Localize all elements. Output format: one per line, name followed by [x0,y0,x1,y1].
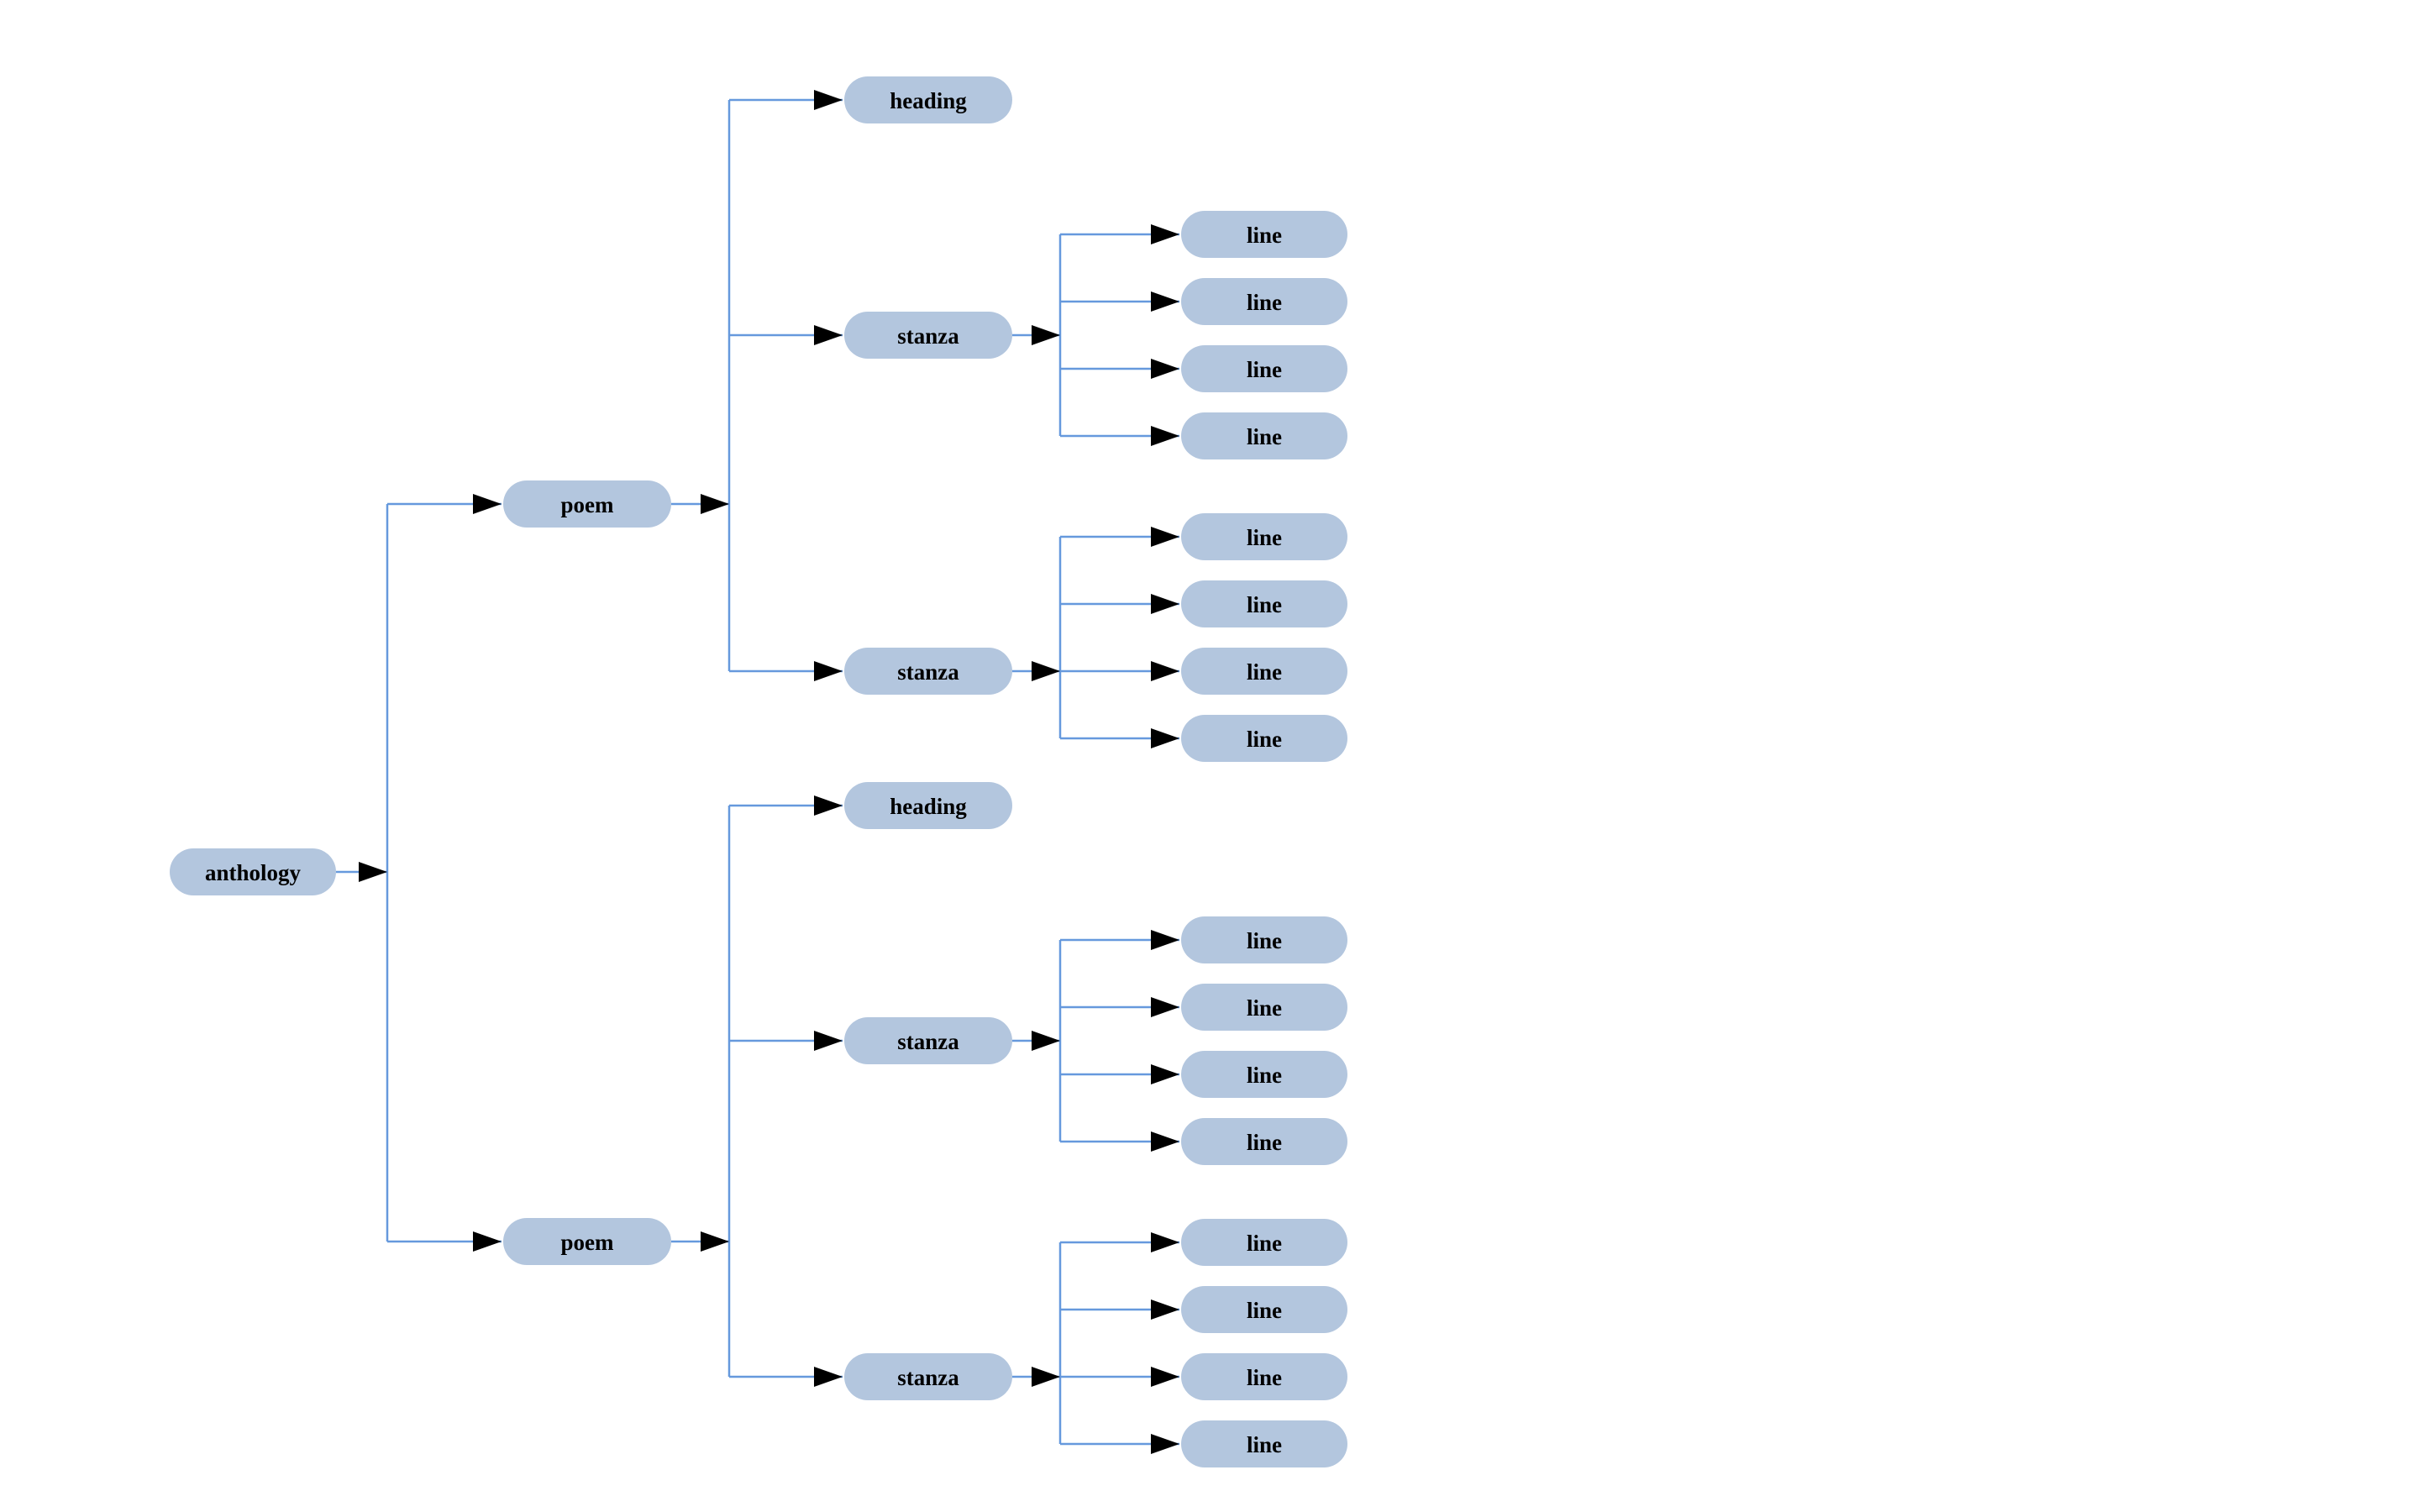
arrowhead-into-poem-1-stanza-2-line-2 [1151,594,1179,614]
tree-node-poem-2-stanza-1-line-3[interactable]: line [1181,1051,1347,1098]
node-pill-poem-1-stanza-2-line-3 [1181,648,1347,695]
node-pill-poem-2-stanza-2-line-2 [1181,1286,1347,1333]
tree-node-poem-2-stanza-2-line-4[interactable]: line [1181,1420,1347,1467]
arrowhead-into-poem-2-stanza-2-line-4 [1151,1434,1179,1454]
node-pill-poem-2-stanza-1 [844,1017,1012,1064]
tree-node-poem-1-stanza-1-line-2[interactable]: line [1181,278,1347,325]
tree-node-poem-1[interactable]: poem [503,480,671,528]
arrowhead-into-poem-1-stanza-1-line-3 [1151,359,1179,379]
tree-node-poem-1-stanza-1-line-3[interactable]: line [1181,345,1347,392]
tree-node-poem-1-stanza-2[interactable]: stanza [844,648,1012,695]
arrowhead-into-trunk-poem-2-stanza-2 [1032,1367,1060,1387]
arrowhead-into-poem-2-stanza-1-line-3 [1151,1064,1179,1084]
node-pill-poem-1-stanza-1-line-1 [1181,211,1347,258]
tree-node-poem-2-stanza-1-line-2[interactable]: line [1181,984,1347,1031]
arrowhead-into-poem-1-stanza-1 [814,325,843,345]
arrowhead-into-poem-1-stanza-1-line-4 [1151,426,1179,446]
arrowhead-into-poem-2-stanza-1-line-4 [1151,1131,1179,1152]
arrowhead-into-trunk-poem-2 [701,1231,729,1252]
node-pill-poem-1-stanza-1-line-4 [1181,412,1347,459]
arrowhead-into-poem-2-stanza-1 [814,1031,843,1051]
arrowhead-into-trunk-poem-1-stanza-1 [1032,325,1060,345]
arrowhead-into-trunk-anthology [359,862,387,882]
node-pill-poem-1-stanza-2-line-2 [1181,580,1347,627]
node-pill-poem-1-stanza-1-line-2 [1181,278,1347,325]
node-pill-poem-1-stanza-2-line-1 [1181,513,1347,560]
arrowhead-into-poem-2-stanza-1-line-1 [1151,930,1179,950]
node-pill-poem-2-stanza-2-line-4 [1181,1420,1347,1467]
node-pill-poem-1-stanza-1-line-3 [1181,345,1347,392]
tree-node-poem-1-stanza-1-line-4[interactable]: line [1181,412,1347,459]
node-pill-poem-2-stanza-1-line-3 [1181,1051,1347,1098]
node-pill-poem-2 [503,1218,671,1265]
node-pill-poem-1-stanza-1 [844,312,1012,359]
arrowhead-into-poem-1-stanza-2-line-3 [1151,661,1179,681]
tree-node-poem-1-stanza-1-line-1[interactable]: line [1181,211,1347,258]
tree-node-poem-2[interactable]: poem [503,1218,671,1265]
tree-node-poem-2-stanza-2-line-1[interactable]: line [1181,1219,1347,1266]
arrowhead-into-poem-2-stanza-1-line-2 [1151,997,1179,1017]
arrowhead-into-trunk-poem-2-stanza-1 [1032,1031,1060,1051]
arrowhead-into-poem-2-heading [814,795,843,816]
tree-node-poem-1-stanza-2-line-1[interactable]: line [1181,513,1347,560]
node-pill-poem-1-stanza-2-line-4 [1181,715,1347,762]
node-pill-anthology [170,848,336,895]
arrowhead-into-poem-2-stanza-2-line-3 [1151,1367,1179,1387]
arrowhead-layer [359,90,1179,1454]
node-pill-poem-2-stanza-2-line-3 [1181,1353,1347,1400]
node-pill-poem-2-stanza-2-line-1 [1181,1219,1347,1266]
node-layer: anthology poem heading stanza line line line li… [170,76,1347,1467]
arrowhead-into-poem-1-heading [814,90,843,110]
tree-node-poem-1-stanza-1[interactable]: stanza [844,312,1012,359]
tree-node-anthology[interactable]: anthology [170,848,336,895]
node-pill-poem-2-stanza-1-line-4 [1181,1118,1347,1165]
arrowhead-into-trunk-poem-1-stanza-2 [1032,661,1060,681]
tree-node-poem-2-stanza-2-line-2[interactable]: line [1181,1286,1347,1333]
arrowhead-into-poem-2-stanza-2-line-1 [1151,1232,1179,1252]
edge-layer [336,98,1179,1446]
arrowhead-into-poem-1 [473,494,502,514]
arrowhead-into-poem-2-stanza-2-line-2 [1151,1299,1179,1320]
tree-node-poem-2-stanza-1[interactable]: stanza [844,1017,1012,1064]
tree-node-poem-2-stanza-1-line-1[interactable]: line [1181,916,1347,963]
tree-node-poem-1-heading[interactable]: heading [844,76,1012,123]
node-pill-poem-2-heading [844,782,1012,829]
node-pill-poem-1-heading [844,76,1012,123]
node-pill-poem-2-stanza-1-line-1 [1181,916,1347,963]
arrowhead-into-poem-1-stanza-2-line-4 [1151,728,1179,748]
tree-node-poem-1-stanza-2-line-2[interactable]: line [1181,580,1347,627]
node-pill-poem-1 [503,480,671,528]
arrowhead-into-trunk-poem-1 [701,494,729,514]
tree-node-poem-2-stanza-1-line-4[interactable]: line [1181,1118,1347,1165]
arrowhead-into-poem-1-stanza-1-line-1 [1151,224,1179,244]
arrowhead-into-poem-1-stanza-2 [814,661,843,681]
tree-node-poem-2-stanza-2[interactable]: stanza [844,1353,1012,1400]
tree-node-poem-1-stanza-2-line-4[interactable]: line [1181,715,1347,762]
tree-node-poem-1-stanza-2-line-3[interactable]: line [1181,648,1347,695]
tree-node-poem-2-heading[interactable]: heading [844,782,1012,829]
arrowhead-into-poem-1-stanza-2-line-1 [1151,527,1179,547]
node-pill-poem-2-stanza-2 [844,1353,1012,1400]
arrowhead-into-poem-2-stanza-2 [814,1367,843,1387]
tree-node-poem-2-stanza-2-line-3[interactable]: line [1181,1353,1347,1400]
node-pill-poem-2-stanza-1-line-2 [1181,984,1347,1031]
node-pill-poem-1-stanza-2 [844,648,1012,695]
arrowhead-into-poem-1-stanza-1-line-2 [1151,291,1179,312]
arrowhead-into-poem-2 [473,1231,502,1252]
